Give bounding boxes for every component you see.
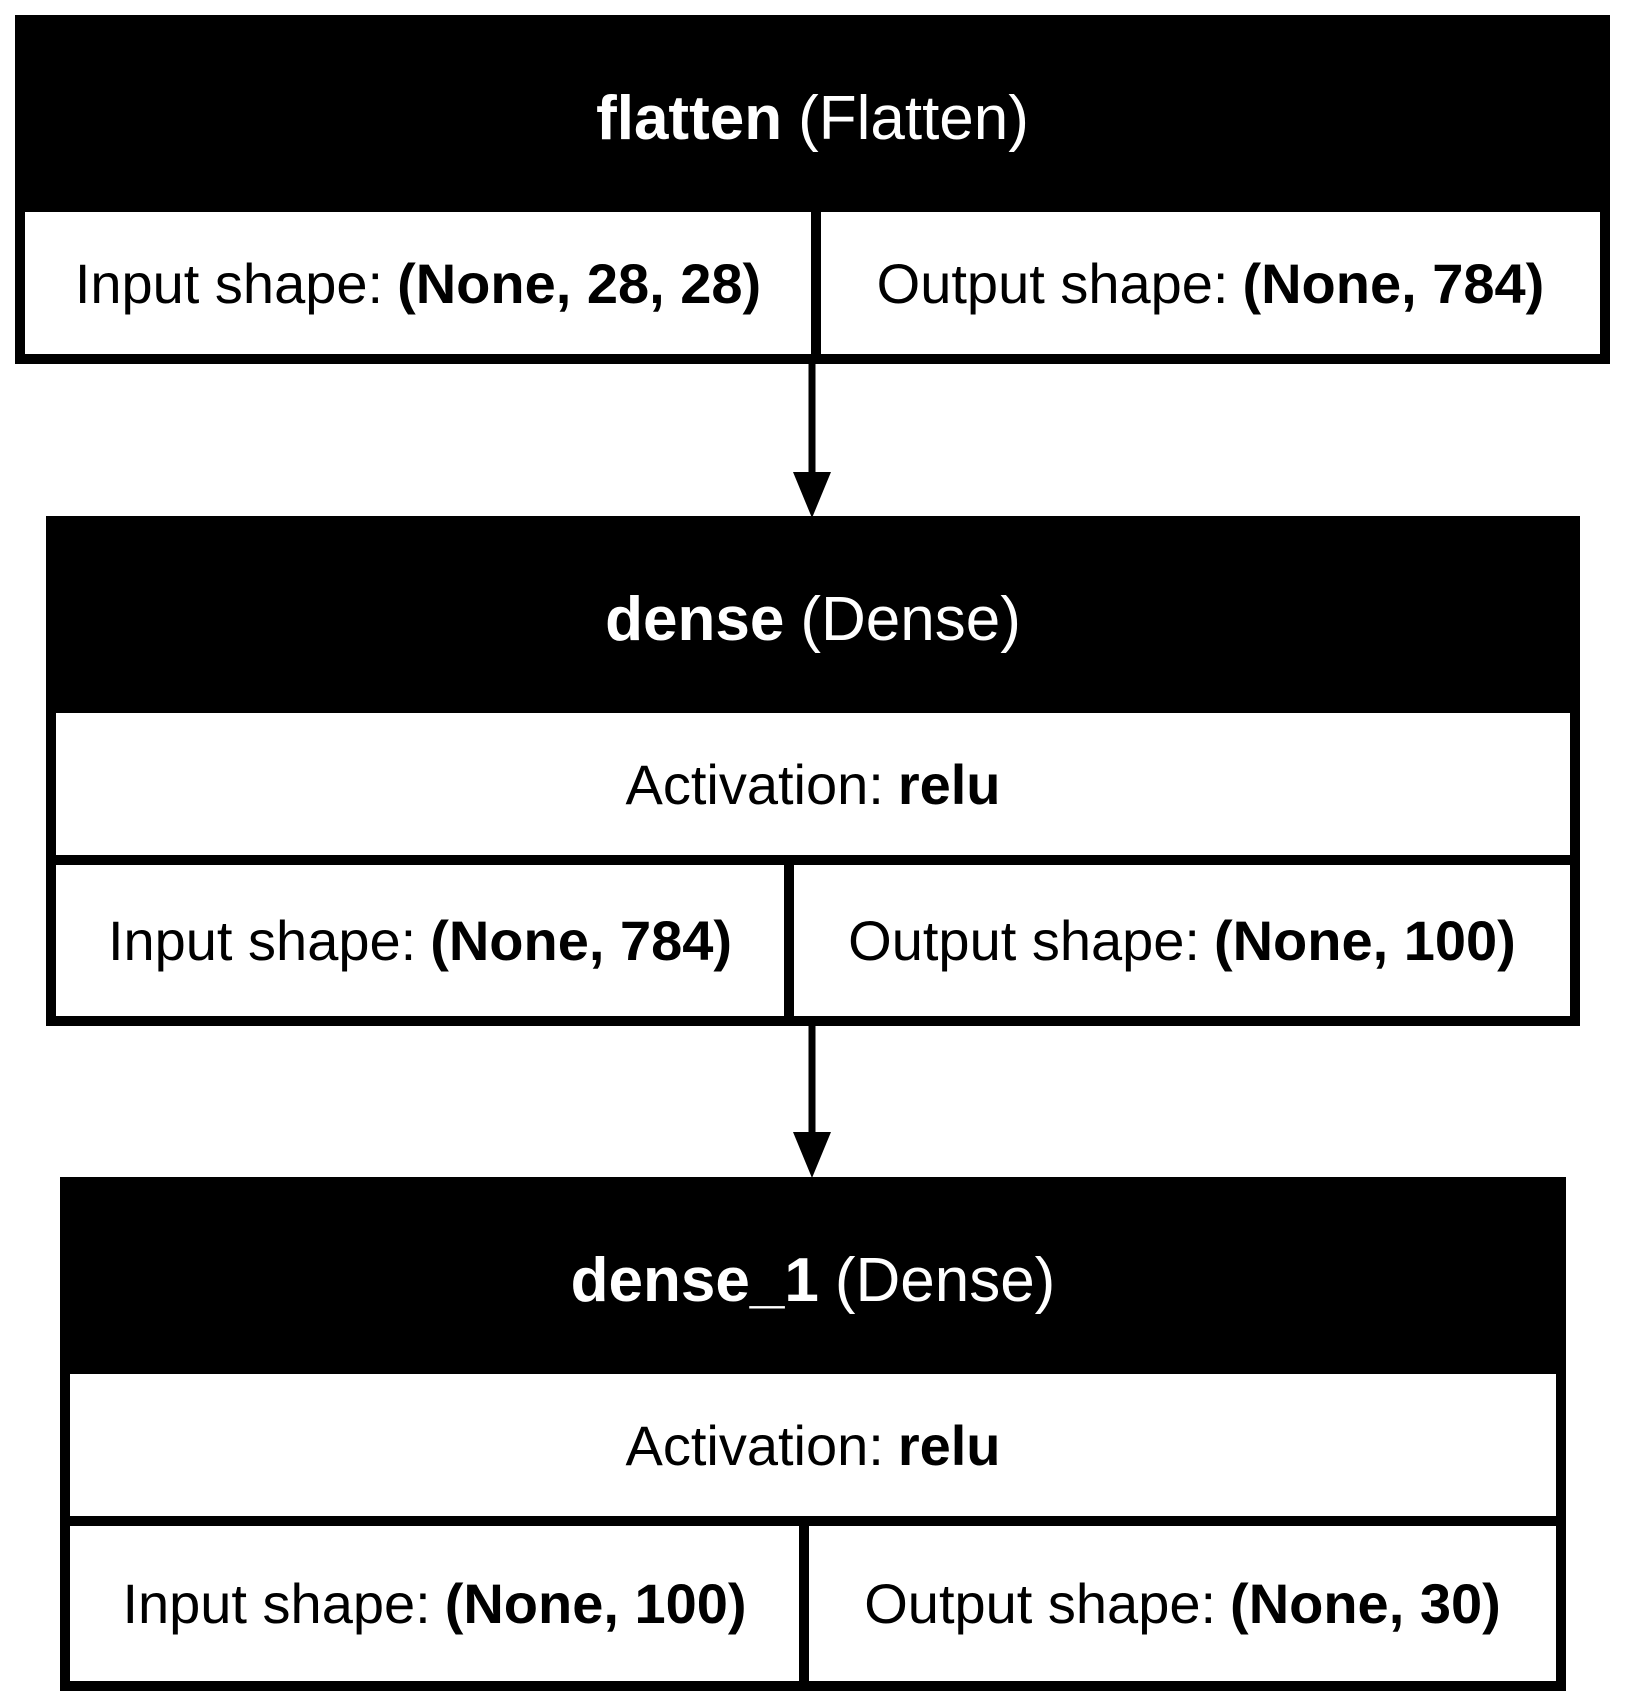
cell-divider (811, 212, 821, 354)
shape-row: Input shape: (None, 100) Output shape: (… (70, 1526, 1556, 1681)
output-shape-cell: Output shape: (None, 30) (809, 1526, 1556, 1681)
input-shape-cell: Input shape: (None, 784) (56, 865, 784, 1016)
input-shape-label: Input shape: (107, 909, 417, 972)
row-divider (70, 1516, 1556, 1526)
layer-name: dense_1 (570, 1246, 819, 1315)
layer-type: (Flatten) (798, 84, 1029, 153)
activation-label: Activation: (625, 1413, 884, 1477)
activation-value: relu (897, 752, 1001, 816)
output-shape-cell: Output shape: (None, 100) (794, 865, 1570, 1016)
input-shape-cell: Input shape: (None, 100) (70, 1526, 799, 1681)
layer-name: dense (605, 585, 785, 654)
layer-header: flatten (Flatten) (25, 25, 1600, 212)
activation-cell: Activation: relu (56, 713, 1570, 855)
input-shape-cell: Input shape: (None, 28, 28) (25, 212, 811, 354)
layer-header: dense (Dense) (56, 526, 1570, 713)
activation-label: Activation: (625, 752, 884, 816)
layer-header: dense_1 (Dense) (70, 1187, 1556, 1374)
input-shape-value: (None, 784) (430, 909, 733, 972)
output-shape-label: Output shape: (876, 251, 1229, 315)
input-shape-label: Input shape: (74, 251, 384, 315)
shape-row: Input shape: (None, 784) Output shape: (… (56, 865, 1570, 1016)
input-shape-value: (None, 100) (444, 1572, 747, 1635)
layer-node-flatten: flatten (Flatten) Input shape: (None, 28… (15, 15, 1610, 364)
cell-divider (784, 865, 794, 1016)
output-shape-value: (None, 784) (1242, 251, 1545, 315)
output-shape-cell: Output shape: (None, 784) (821, 212, 1600, 354)
output-shape-label: Output shape: (848, 909, 1200, 972)
arrow-dense-to-dense-1 (793, 1026, 831, 1178)
layer-node-dense-1: dense_1 (Dense) Activation: relu Input s… (60, 1177, 1566, 1691)
arrow-flatten-to-dense (793, 364, 831, 518)
activation-cell: Activation: relu (70, 1374, 1556, 1516)
output-shape-label: Output shape: (864, 1572, 1217, 1635)
layer-type: (Dense) (800, 585, 1021, 654)
layer-name: flatten (596, 84, 783, 153)
shape-row: Input shape: (None, 28, 28) Output shape… (25, 212, 1600, 354)
activation-value: relu (897, 1413, 1001, 1477)
layer-node-dense: dense (Dense) Activation: relu Input sha… (46, 516, 1580, 1026)
output-shape-value: (None, 30) (1230, 1572, 1501, 1635)
cell-divider (799, 1526, 809, 1681)
input-shape-label: Input shape: (122, 1572, 431, 1635)
input-shape-value: (None, 28, 28) (397, 251, 762, 315)
output-shape-value: (None, 100) (1213, 909, 1516, 972)
row-divider (56, 855, 1570, 865)
layer-type: (Dense) (834, 1246, 1056, 1315)
